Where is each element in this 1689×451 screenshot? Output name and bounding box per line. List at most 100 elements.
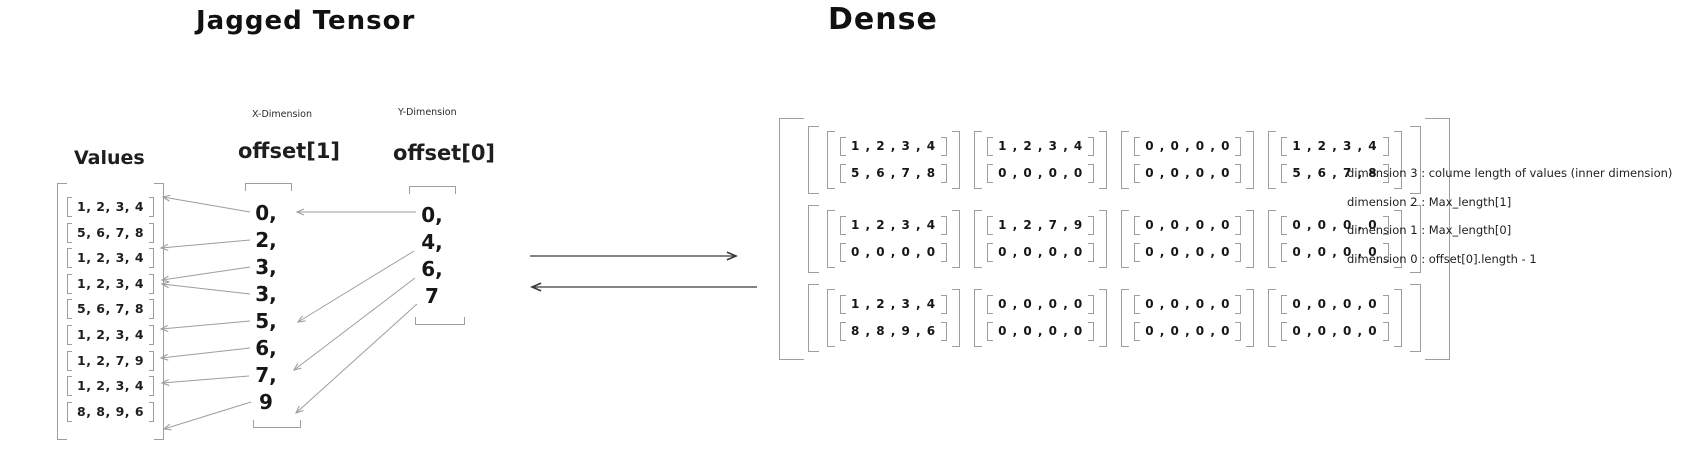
matrix-vector-0: 0 , 0 , 0 , 0 <box>1281 216 1389 235</box>
vector-left-bracket <box>1134 322 1141 341</box>
jagged-tensor-title: Jagged Tensor <box>196 6 416 36</box>
matrix-vector-1: 8 , 8 , 9 , 6 <box>840 322 948 341</box>
vector-left-bracket <box>987 137 994 156</box>
values-row-text: 1, 2, 3, 4 <box>77 275 145 291</box>
dense-row-2: 1 , 2 , 3 , 4 8 , 8 , 9 , 6 0 , 0 , 0 , 0 0… <box>808 284 1421 352</box>
matrix-vectors: 1 , 2 , 3 , 4 8 , 8 , 9 , 6 <box>835 289 952 347</box>
vector-left-bracket <box>1281 216 1288 235</box>
matrix-left-bracket <box>1121 289 1130 347</box>
row-right-bracket <box>149 401 155 422</box>
matrix-vector-1: 0 , 0 , 0 , 0 <box>987 322 1095 341</box>
matrix-right-bracket <box>952 131 961 189</box>
offset0-top-bracket <box>409 186 456 194</box>
offset0-value-0: 0, <box>421 203 443 227</box>
values-row-0: 1, 2, 3, 4 <box>67 197 155 217</box>
offset1-value-4: 5, <box>255 309 277 333</box>
values-row-text: 5, 6, 7, 8 <box>77 224 145 240</box>
vector-left-bracket <box>987 243 994 262</box>
vector-right-bracket <box>1382 137 1389 156</box>
vector-left-bracket <box>1134 243 1141 262</box>
dense-matrix-2-1: 0 , 0 , 0 , 0 0 , 0 , 0 , 0 <box>974 289 1108 347</box>
vector-left-bracket <box>1281 322 1288 341</box>
values-rows: 1, 2, 3, 4 5, 6, 7, 8 1, 2, 3, 4 1, 2, 3, 4… <box>67 183 155 440</box>
matrix-vector-0: 1 , 2 , 3 , 4 <box>1281 137 1389 156</box>
vector-right-bracket <box>1088 243 1095 262</box>
arrow-offset0-6 <box>292 277 416 371</box>
matrix-vector-1: 0 , 0 , 0 , 0 <box>1281 322 1389 341</box>
values-array: 1, 2, 3, 4 5, 6, 7, 8 1, 2, 3, 4 1, 2, 3, 4… <box>57 183 165 440</box>
vector-left-bracket <box>1134 164 1141 183</box>
matrix-vector-1: 0 , 0 , 0 , 0 <box>1134 164 1242 183</box>
offset0-value-3: 7 <box>425 284 439 308</box>
offset0-value-2: 6, <box>421 257 443 281</box>
matrix-right-bracket <box>952 210 961 268</box>
matrix-left-bracket <box>974 289 983 347</box>
matrix-vector-0: 1 , 2 , 3 , 4 <box>840 295 948 314</box>
vector-right-bracket <box>941 322 948 341</box>
vector-text: 1 , 2 , 3 , 4 <box>851 218 937 232</box>
vector-right-bracket <box>1382 164 1389 183</box>
dense-matrix-0-1: 1 , 2 , 3 , 4 0 , 0 , 0 , 0 <box>974 131 1108 189</box>
matrix-left-bracket <box>827 289 835 347</box>
matrix-vector-0: 0 , 0 , 0 , 0 <box>987 295 1095 314</box>
values-row-5: 1, 2, 3, 4 <box>67 324 155 345</box>
values-row-text: 5, 6, 7, 8 <box>77 301 145 317</box>
arrow-offset1-2 <box>159 239 251 251</box>
vector-text: 0 , 0 , 0 , 0 <box>1145 245 1231 259</box>
dense-row-left-bracket <box>808 126 819 194</box>
vector-text: 0 , 0 , 0 , 0 <box>1292 218 1378 232</box>
vector-right-bracket <box>1088 216 1095 235</box>
vector-left-bracket <box>987 164 994 183</box>
vector-right-bracket <box>1088 137 1095 156</box>
values-row-text: 1, 2, 3, 4 <box>77 199 145 214</box>
dense-outer-left-bracket <box>779 118 804 360</box>
vector-text: 0 , 0 , 0 , 0 <box>998 166 1084 180</box>
row-right-bracket <box>149 350 155 371</box>
values-label: Values <box>74 147 145 169</box>
vector-left-bracket <box>840 164 846 183</box>
offset1-to-values-arrows <box>159 194 252 431</box>
matrix-vectors: 0 , 0 , 0 , 0 0 , 0 , 0 , 0 <box>982 289 1099 347</box>
arrow-offset1-5 <box>159 320 251 332</box>
row-left-bracket <box>67 350 72 371</box>
vector-right-bracket <box>1088 322 1095 341</box>
vector-right-bracket <box>941 243 948 262</box>
vector-left-bracket <box>1134 137 1141 156</box>
vector-left-bracket <box>987 295 994 314</box>
offset0-label: offset[0] <box>393 141 496 165</box>
vector-left-bracket <box>1134 216 1141 235</box>
matrix-vectors: 1 , 2 , 3 , 4 0 , 0 , 0 , 0 <box>982 131 1099 189</box>
dense-row-right-bracket <box>1409 205 1421 273</box>
row-left-bracket <box>67 324 72 345</box>
vector-text: 0 , 0 , 0 , 0 <box>998 324 1084 338</box>
row-right-bracket <box>149 273 155 294</box>
values-row-3: 1, 2, 3, 4 <box>67 273 155 294</box>
vector-left-bracket <box>987 322 994 341</box>
vector-left-bracket <box>987 216 994 235</box>
values-row-text: 1, 2, 3, 4 <box>77 326 145 342</box>
vector-text: 1 , 2 , 3 , 4 <box>998 139 1084 153</box>
vector-right-bracket <box>1382 216 1389 235</box>
vector-left-bracket <box>1281 137 1288 156</box>
dimension-annotations: dimension 3 : colume length of values (i… <box>1347 166 1672 280</box>
offset0-bottom-bracket <box>415 317 465 325</box>
row-left-bracket <box>67 248 72 269</box>
row-right-bracket <box>149 299 155 320</box>
matrix-right-bracket <box>1393 210 1402 268</box>
arrow-offset1-3b <box>160 281 251 295</box>
matrix-vector-1: 0 , 0 , 0 , 0 <box>1281 243 1389 262</box>
values-row-1: 5, 6, 7, 8 <box>67 222 155 243</box>
conversion-arrows <box>530 251 757 292</box>
vector-text: 0 , 0 , 0 , 0 <box>1292 297 1378 311</box>
arrow-offset1-6 <box>159 347 251 361</box>
vector-text: 1 , 2 , 3 , 4 <box>851 297 937 311</box>
matrix-vector-0: 1 , 2 , 3 , 4 <box>840 216 948 235</box>
vector-right-bracket <box>1088 164 1095 183</box>
